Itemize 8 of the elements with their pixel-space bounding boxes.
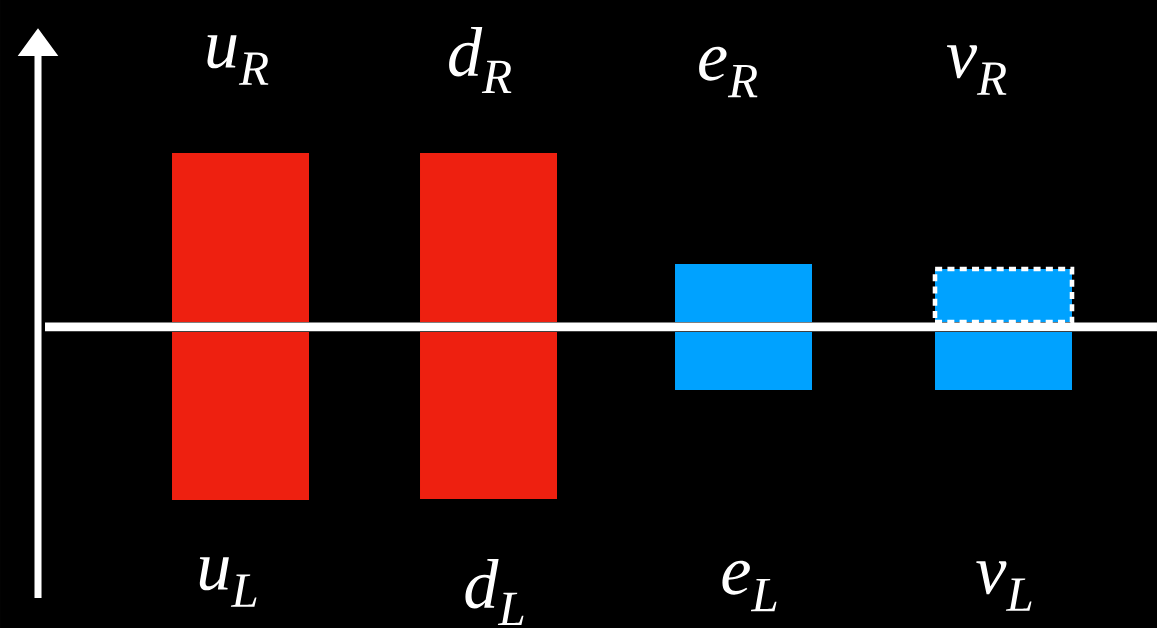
particle-label: d$_{R}$ [449, 27, 512, 93]
particle-label: e$_{L}$ [722, 560, 777, 612]
particle-label: ν$_{L}$ [976, 561, 1032, 611]
particle-label: e$_{R}$ [699, 46, 758, 98]
particle-label: u$_{R}$ [207, 35, 269, 85]
particle-label: ν$_{R}$ [946, 45, 1007, 95]
particle-label: d$_{L}$ [465, 559, 524, 625]
particle-label: u$_{L}$ [199, 557, 257, 607]
